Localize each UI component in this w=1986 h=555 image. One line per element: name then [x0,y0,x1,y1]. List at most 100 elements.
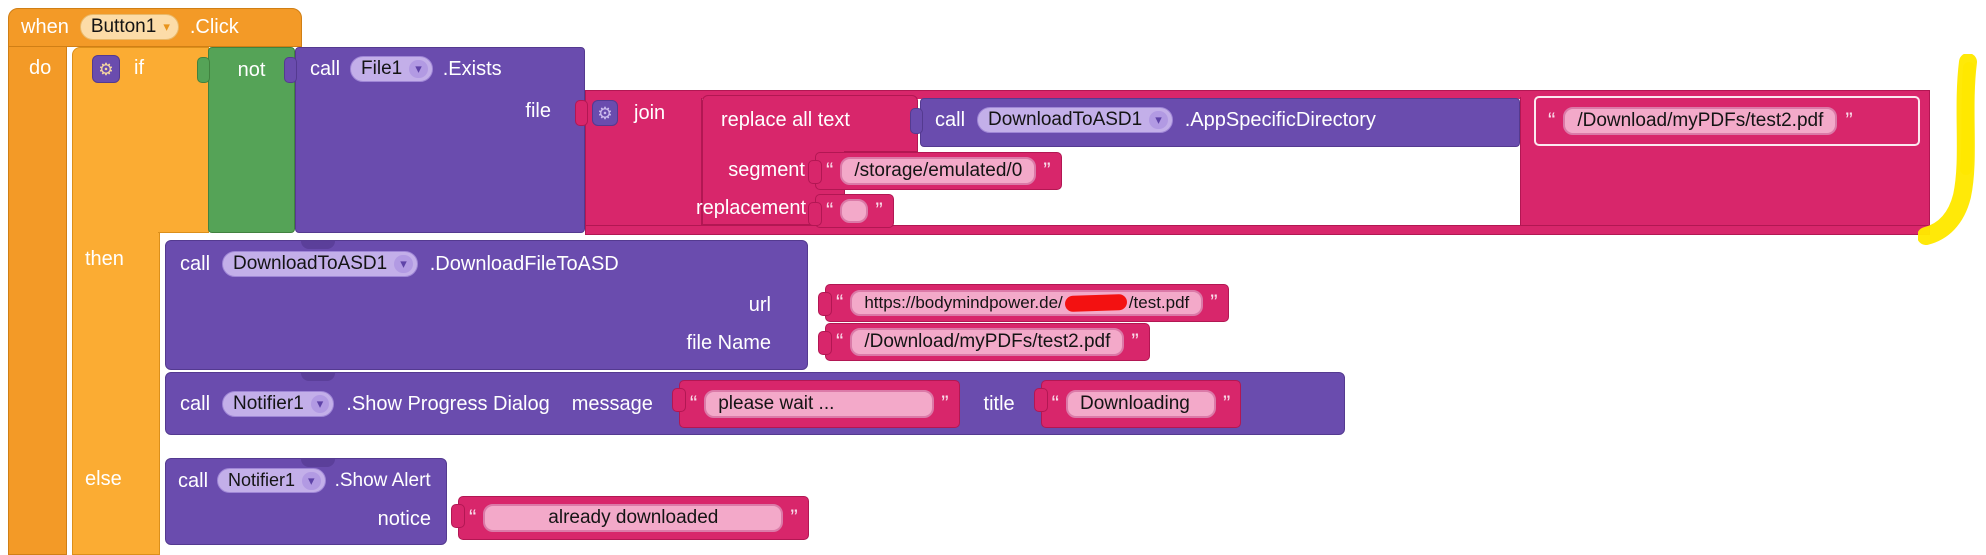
join-label: join [634,102,666,124]
dropdown-arrow-icon: ▾ [1149,111,1168,129]
join-path-text-input[interactable]: /Download/myPDFs/test2.pdf [1563,107,1838,135]
close-quote: ” [941,390,949,416]
open-quote: “ [826,158,834,183]
join-block-top-edge[interactable] [585,90,1930,99]
open-quote: “ [689,390,698,416]
replacement-text-block[interactable]: “ ” [808,194,894,228]
exists-method-label: .Exists [442,58,502,80]
app-specific-directory-call-block[interactable]: call DownloadToASD1 ▾ .AppSpecificDirect… [920,98,1520,147]
app-specific-directory-method-label: .AppSpecificDirectory [1184,109,1376,131]
url-param-label: url [748,294,771,316]
click-event-label: .Click [189,16,239,38]
notifier1-dropdown[interactable]: Notifier1 ▾ [217,468,326,493]
stack-notch [301,459,335,467]
download-file-method-label: .DownloadFileToASD [429,253,619,275]
notifier1-dropdown[interactable]: Notifier1 ▾ [222,390,335,417]
replacement-param-label: replacement [695,197,806,219]
file-exists-call-block[interactable]: call File1 ▾ .Exists file [295,47,585,233]
downloadtoasd1-dropdown[interactable]: DownloadToASD1 ▾ [222,251,418,277]
downloadtoasd1-dropdown-value: DownloadToASD1 [233,253,388,274]
call-label: call [180,392,211,415]
segment-text-input[interactable]: /storage/emulated/0 [840,157,1037,185]
yellow-marker-annotation [1918,54,1977,245]
file-exists-plug-tab [284,57,297,83]
close-quote: ” [1131,329,1139,354]
open-quote: “ [1051,390,1059,416]
show-progress-method-label: .Show Progress Dialog [346,392,550,415]
open-quote: “ [836,290,844,315]
if-block-spine[interactable]: then else [72,47,160,555]
segment-text-block[interactable]: “ /storage/emulated/0 ” [808,152,1062,190]
close-quote: ” [875,198,883,223]
replace-all-text-label: replace all text [721,109,850,131]
call-label: call [178,469,209,492]
notifier1-dropdown-value: Notifier1 [228,470,296,490]
dropdown-arrow-icon: ▾ [409,60,428,78]
segment-param-label: segment [728,159,805,181]
replace-all-text-block[interactable]: replace all text [702,95,918,152]
close-quote: ” [790,505,798,530]
join-mutator-button[interactable]: ⚙ [592,100,618,126]
filename-text-input[interactable]: /Download/myPDFs/test2.pdf [850,328,1125,356]
when-event-block[interactable]: when Button1 ▾ .Click [8,8,302,47]
join-block-bottom-edge[interactable] [585,225,1930,235]
show-alert-call-block[interactable]: call Notifier1 ▾ .Show Alert notice [165,458,447,545]
file1-dropdown-value: File1 [361,58,403,79]
join-plug-tab [575,100,588,126]
dropdown-arrow-icon: ▾ [394,255,413,273]
url-prefix: https://bodymindpower.de/ [864,293,1063,312]
title-text-input[interactable]: Downloading [1066,389,1216,418]
open-quote: “ [826,198,834,223]
dropdown-arrow-icon: ▾ [302,471,321,490]
close-quote: ” [1223,390,1231,416]
button1-dropdown-value: Button1 [90,16,157,37]
notice-param-label: notice [377,508,431,530]
call-label: call [935,109,966,131]
message-param-label: message [571,392,653,415]
notifier1-dropdown-value: Notifier1 [233,392,304,414]
then-label: then [85,248,124,270]
app-dir-plug-tab [910,108,923,134]
if-label: if [134,57,144,79]
notice-text-block[interactable]: “ already downloaded ” [451,496,809,540]
close-quote: ” [1210,290,1218,315]
file1-dropdown[interactable]: File1 ▾ [350,56,433,82]
stack-notch [301,373,335,381]
when-block-spine[interactable]: do [8,46,67,555]
call-label: call [310,58,341,80]
gear-icon: ⚙ [597,103,613,123]
filename-text-block[interactable]: “ /Download/myPDFs/test2.pdf ” [818,323,1150,361]
if-mutator-button[interactable]: ⚙ [92,55,120,83]
title-text-block[interactable]: “ Downloading ” [1033,379,1242,428]
not-label: not [237,59,266,81]
replacement-text-input[interactable] [840,199,869,223]
filename-param-label: file Name [686,332,771,354]
open-quote: “ [1548,108,1556,133]
message-text-input[interactable]: please wait ... [704,389,935,418]
downloadtoasd1-dropdown-value: DownloadToASD1 [988,109,1143,130]
join-second-input-socket[interactable]: “ /Download/myPDFs/test2.pdf ” [1534,96,1920,146]
message-text-block[interactable]: “ please wait ... ” [671,379,960,428]
stack-notch [301,241,335,249]
notice-text-input[interactable]: already downloaded [483,504,784,532]
redaction-scribble [1064,293,1128,313]
url-text-block[interactable]: “ https://bodymindpower.de/ /test.pdf ” [818,284,1229,322]
not-logic-block[interactable]: not [208,47,295,233]
open-quote: “ [469,505,477,530]
file-param-label: file [525,100,551,122]
button1-dropdown[interactable]: Button1 ▾ [79,14,179,40]
url-text-input[interactable]: https://bodymindpower.de/ /test.pdf [850,290,1204,316]
not-plug-tab [197,57,210,83]
downloadtoasd1-dropdown[interactable]: DownloadToASD1 ▾ [977,107,1173,133]
when-label: when [21,16,69,38]
close-quote: ” [1845,108,1853,133]
open-quote: “ [836,329,844,354]
show-progress-dialog-call-block[interactable]: call Notifier1 ▾ .Show Progress Dialog m… [165,372,1345,435]
url-suffix: /test.pdf [1128,293,1190,312]
download-file-call-block[interactable]: call DownloadToASD1 ▾ .DownloadFileToASD… [165,240,808,370]
show-alert-method-label: .Show Alert [334,469,431,491]
gear-icon: ⚙ [98,59,114,79]
do-label: do [29,57,52,79]
dropdown-arrow-icon: ▾ [310,394,330,413]
